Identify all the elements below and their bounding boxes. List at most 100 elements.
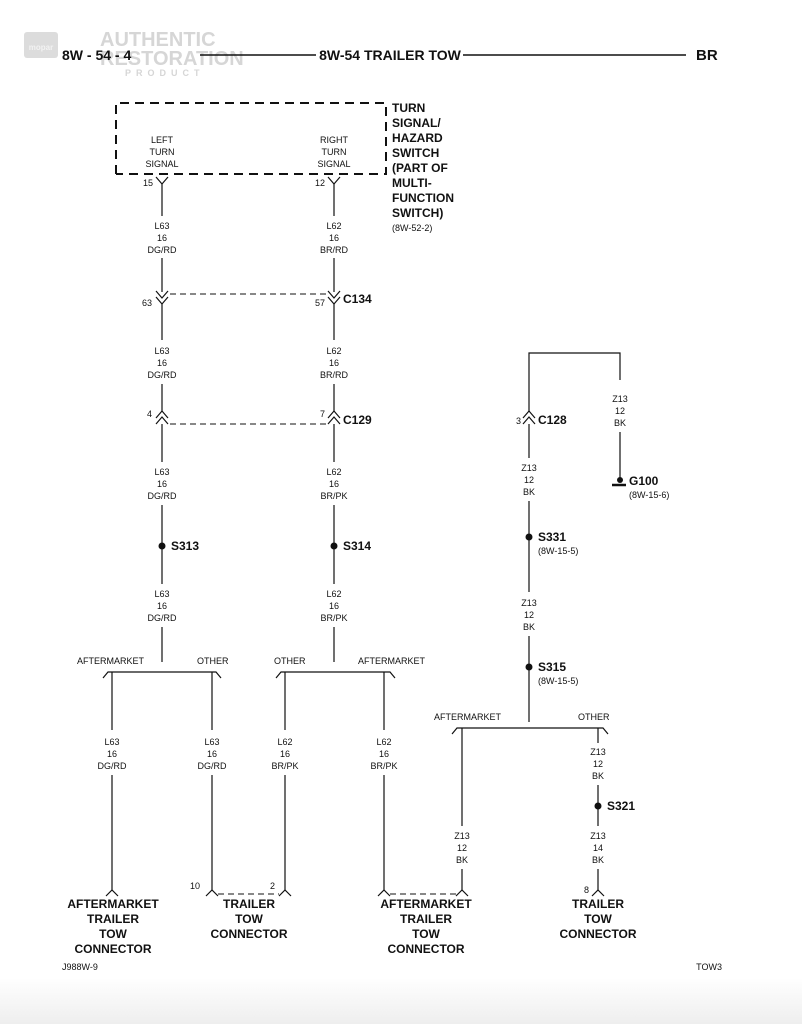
connector-pin-icon [155, 290, 169, 305]
c128-name: C128 [538, 413, 567, 427]
splice-s313: S313 [171, 539, 199, 553]
conn1-line1: AFTERMARKET [67, 897, 159, 911]
right-turn-label-1: RIGHT [320, 135, 349, 145]
bottom-connectors: AFTERMARKET TRAILER TOW CONNECTOR 10 2 T… [67, 881, 637, 956]
page-number: 8W - 54 - 4 [62, 47, 131, 63]
wire-label: BR/RD [320, 245, 349, 255]
splice-dot-icon [330, 542, 338, 550]
splice-dot-icon [525, 533, 533, 541]
splice-dot-icon [525, 663, 533, 671]
ground-point-icon [617, 477, 623, 483]
wire-label: BK [456, 855, 468, 865]
footer-left-code: J988W-9 [62, 962, 98, 972]
splice-s314: S314 [343, 539, 371, 553]
watermark-line2: RESTORATION [100, 48, 244, 70]
branch-right-aftermarket: AFTERMARKET [434, 712, 502, 722]
branch-left-aftermarket: AFTERMARKET [77, 656, 145, 666]
switch-name-2: SIGNAL/ [392, 116, 441, 130]
conn1-line2: TRAILER [87, 912, 139, 926]
wire-label: DG/RD [148, 491, 178, 501]
wire-label: 16 [107, 749, 117, 759]
switch-ref: (8W-52-2) [392, 223, 432, 233]
left-turn-label-1: LEFT [151, 135, 174, 145]
conn4-pin: 8 [584, 885, 589, 895]
wire-label: 16 [329, 601, 339, 611]
switch-name-5: (PART OF [392, 161, 448, 175]
watermark: mopar AUTHENTIC RESTORATION PRODUCT [24, 29, 244, 78]
right-pin-terminal-icon [327, 176, 341, 185]
switch-name-1: TURN [392, 101, 425, 115]
wire-label: 16 [207, 749, 217, 759]
conn4-line1: TRAILER [572, 897, 624, 911]
wire-label: BR/PK [320, 491, 347, 501]
branch-right-other: OTHER [578, 712, 610, 722]
wire-label: BK [592, 855, 604, 865]
page-bottom-shadow [0, 978, 802, 1024]
conn2-line3: CONNECTOR [210, 927, 287, 941]
switch-name-3: HAZARD [392, 131, 443, 145]
wire-label: L63 [154, 589, 169, 599]
splice-dot-icon [158, 542, 166, 550]
branch-bar [102, 671, 222, 679]
c129-name: C129 [343, 413, 372, 427]
conn1-line3: TOW [99, 927, 127, 941]
wire-label: 16 [157, 601, 167, 611]
wire-label: L63 [104, 737, 119, 747]
c134-right-pin: 57 [315, 298, 325, 308]
conn4-line3: CONNECTOR [559, 927, 636, 941]
ground-g100-ref: (8W-15-6) [629, 490, 669, 500]
circuit-l62: L62 16 BR/RD L62 16 BR/RD L62 16 BR/PK S… [320, 184, 371, 662]
wire-label: BR/PK [271, 761, 298, 771]
connector-pin-icon [522, 410, 536, 425]
ground-g100: G100 [629, 474, 659, 488]
wire-label: 12 [524, 475, 534, 485]
connector-c134: 63 57 C134 [142, 292, 372, 308]
branch-left: AFTERMARKET OTHER L63 16 DG/RD L63 16 DG… [77, 656, 229, 890]
switch-name-4: SWITCH [392, 146, 439, 160]
wire-label: DG/RD [98, 761, 128, 771]
wire-label: BK [614, 418, 626, 428]
conn1-line4: CONNECTOR [74, 942, 151, 956]
turn-signal-switch: LEFT TURN SIGNAL RIGHT TURN SIGNAL TURN … [115, 101, 454, 233]
wire-label: 16 [329, 233, 339, 243]
conn3-line3: TOW [412, 927, 440, 941]
wire-label: L63 [154, 346, 169, 356]
branch-mid-aftermarket: AFTERMARKET [358, 656, 426, 666]
left-pin-number: 15 [143, 178, 153, 188]
wire-label: BK [523, 622, 535, 632]
connector-pin-icon [327, 290, 341, 305]
wire-label: L62 [326, 589, 341, 599]
splice-s321: S321 [607, 799, 635, 813]
conn2-pin-left: 10 [190, 881, 200, 891]
ground-loop-wire [528, 352, 621, 412]
connector-pin-icon [455, 889, 469, 897]
left-turn-label-2: TURN [150, 147, 175, 157]
splice-dot-icon [594, 802, 602, 810]
conn2-line1: TRAILER [223, 897, 275, 911]
wire-label: DG/RD [148, 245, 178, 255]
right-turn-label-2: TURN [322, 147, 347, 157]
wire-label: 12 [593, 759, 603, 769]
right-pin-number: 12 [315, 178, 325, 188]
switch-name-7: FUNCTION [392, 191, 454, 205]
wire-label: L63 [154, 221, 169, 231]
model-code: BR [696, 47, 718, 64]
wire-label: 16 [329, 479, 339, 489]
wire-label: L62 [277, 737, 292, 747]
wire-label: 16 [379, 749, 389, 759]
conn3-line1: AFTERMARKET [380, 897, 472, 911]
splice-s331-ref: (8W-15-5) [538, 546, 578, 556]
branch-bar [451, 727, 609, 735]
watermark-brand: mopar [29, 43, 53, 52]
wire-label: 16 [329, 358, 339, 368]
wire-label: 12 [615, 406, 625, 416]
switch-name-8: SWITCH) [392, 206, 443, 220]
c134-name: C134 [343, 292, 372, 306]
branch-mid-other: OTHER [274, 656, 306, 666]
branch-bar [275, 671, 396, 679]
conn3-line4: CONNECTOR [387, 942, 464, 956]
splice-s315-ref: (8W-15-5) [538, 676, 578, 686]
connector-pin-icon [155, 410, 169, 425]
wire-label: 14 [593, 843, 603, 853]
